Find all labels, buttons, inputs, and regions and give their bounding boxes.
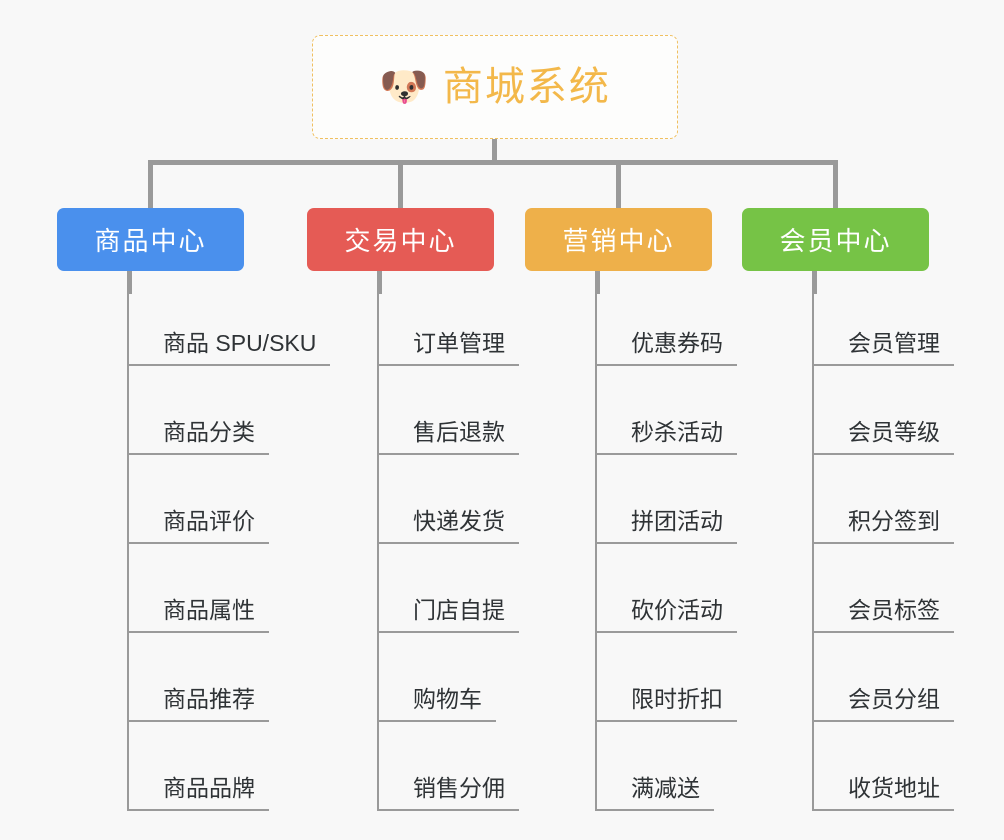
list-item[interactable]: 会员标签 [814, 544, 954, 633]
root-node[interactable]: 🐶 商城系统 [312, 35, 678, 139]
list-item[interactable]: 商品分类 [129, 366, 330, 455]
column-product-center: 商品中心 商品 SPU/SKU 商品分类 商品评价 商品属性 商品推荐 商品品牌 [57, 208, 331, 811]
list-item[interactable]: 秒杀活动 [597, 366, 737, 455]
list-item[interactable]: 快递发货 [379, 455, 519, 544]
column-stub-connector-3 [595, 271, 600, 294]
leaf-label: 商品分类 [129, 418, 269, 455]
leaf-list-member-center: 会员管理 会员等级 积分签到 会员标签 会员分组 收货地址 [812, 294, 954, 811]
leaf-label: 优惠券码 [597, 329, 737, 366]
leaf-label: 售后退款 [379, 418, 519, 455]
leaf-label: 积分签到 [814, 507, 954, 544]
leaf-label: 快递发货 [379, 507, 519, 544]
dog-face-icon: 🐶 [379, 64, 429, 110]
list-item[interactable]: 商品 SPU/SKU [129, 294, 331, 366]
leaf-label: 购物车 [379, 685, 496, 722]
list-item[interactable]: 门店自提 [379, 544, 519, 633]
column-stub-connector-2 [377, 271, 382, 294]
drop-connector-4 [833, 160, 838, 208]
list-item[interactable]: 商品属性 [129, 544, 330, 633]
leaf-label: 秒杀活动 [597, 418, 737, 455]
list-item[interactable]: 满减送 [597, 722, 737, 811]
leaf-list-trade-center: 订单管理 售后退款 快递发货 门店自提 购物车 销售分佣 [377, 294, 519, 811]
leaf-label: 会员管理 [814, 329, 954, 366]
leaf-label: 订单管理 [379, 329, 519, 366]
leaf-label: 门店自提 [379, 596, 519, 633]
leaf-label: 会员标签 [814, 596, 954, 633]
header-product-center[interactable]: 商品中心 [57, 208, 244, 271]
list-item[interactable]: 商品推荐 [129, 633, 330, 722]
leaf-label: 砍价活动 [597, 596, 737, 633]
column-member-center: 会员中心 会员管理 会员等级 积分签到 会员标签 会员分组 收货地址 [742, 208, 954, 811]
list-item[interactable]: 销售分佣 [379, 722, 519, 811]
leaf-label: 会员等级 [814, 418, 954, 455]
column-stub-connector-4 [812, 271, 817, 294]
leaf-label: 商品属性 [129, 596, 269, 633]
drop-connector-1 [148, 160, 153, 208]
leaf-list-product-center: 商品 SPU/SKU 商品分类 商品评价 商品属性 商品推荐 商品品牌 [127, 294, 331, 811]
leaf-label: 限时折扣 [597, 685, 737, 722]
drop-connector-3 [616, 160, 621, 208]
list-item[interactable]: 售后退款 [379, 366, 519, 455]
list-item[interactable]: 购物车 [379, 633, 519, 722]
header-marketing-center[interactable]: 营销中心 [525, 208, 712, 271]
list-item[interactable]: 优惠券码 [597, 294, 737, 366]
drop-connector-2 [398, 160, 403, 208]
leaf-label: 商品评价 [129, 507, 269, 544]
leaf-label: 商品 SPU/SKU [129, 329, 331, 366]
root-title: 商城系统 [442, 65, 611, 109]
leaf-label: 销售分佣 [379, 774, 519, 811]
list-item[interactable]: 会员等级 [814, 366, 954, 455]
list-item[interactable]: 拼团活动 [597, 455, 737, 544]
list-item[interactable]: 商品品牌 [129, 722, 330, 811]
column-marketing-center: 营销中心 优惠券码 秒杀活动 拼团活动 砍价活动 限时折扣 满减送 [525, 208, 737, 811]
leaf-label: 商品推荐 [129, 685, 269, 722]
header-member-center[interactable]: 会员中心 [742, 208, 929, 271]
list-item[interactable]: 积分签到 [814, 455, 954, 544]
list-item[interactable]: 订单管理 [379, 294, 519, 366]
list-item[interactable]: 收货地址 [814, 722, 954, 811]
leaf-label: 收货地址 [814, 774, 954, 811]
column-stub-connector-1 [127, 271, 132, 294]
list-item[interactable]: 商品评价 [129, 455, 330, 544]
list-item[interactable]: 限时折扣 [597, 633, 737, 722]
leaf-label: 商品品牌 [129, 774, 269, 811]
leaf-list-marketing-center: 优惠券码 秒杀活动 拼团活动 砍价活动 限时折扣 满减送 [595, 294, 737, 811]
leaf-label: 拼团活动 [597, 507, 737, 544]
column-trade-center: 交易中心 订单管理 售后退款 快递发货 门店自提 购物车 销售分佣 [307, 208, 519, 811]
leaf-label: 满减送 [597, 774, 714, 811]
root-stem-connector [492, 139, 497, 163]
list-item[interactable]: 砍价活动 [597, 544, 737, 633]
list-item[interactable]: 会员管理 [814, 294, 954, 366]
list-item[interactable]: 会员分组 [814, 633, 954, 722]
header-trade-center[interactable]: 交易中心 [307, 208, 494, 271]
horizontal-bus-connector [148, 160, 836, 165]
leaf-label: 会员分组 [814, 685, 954, 722]
